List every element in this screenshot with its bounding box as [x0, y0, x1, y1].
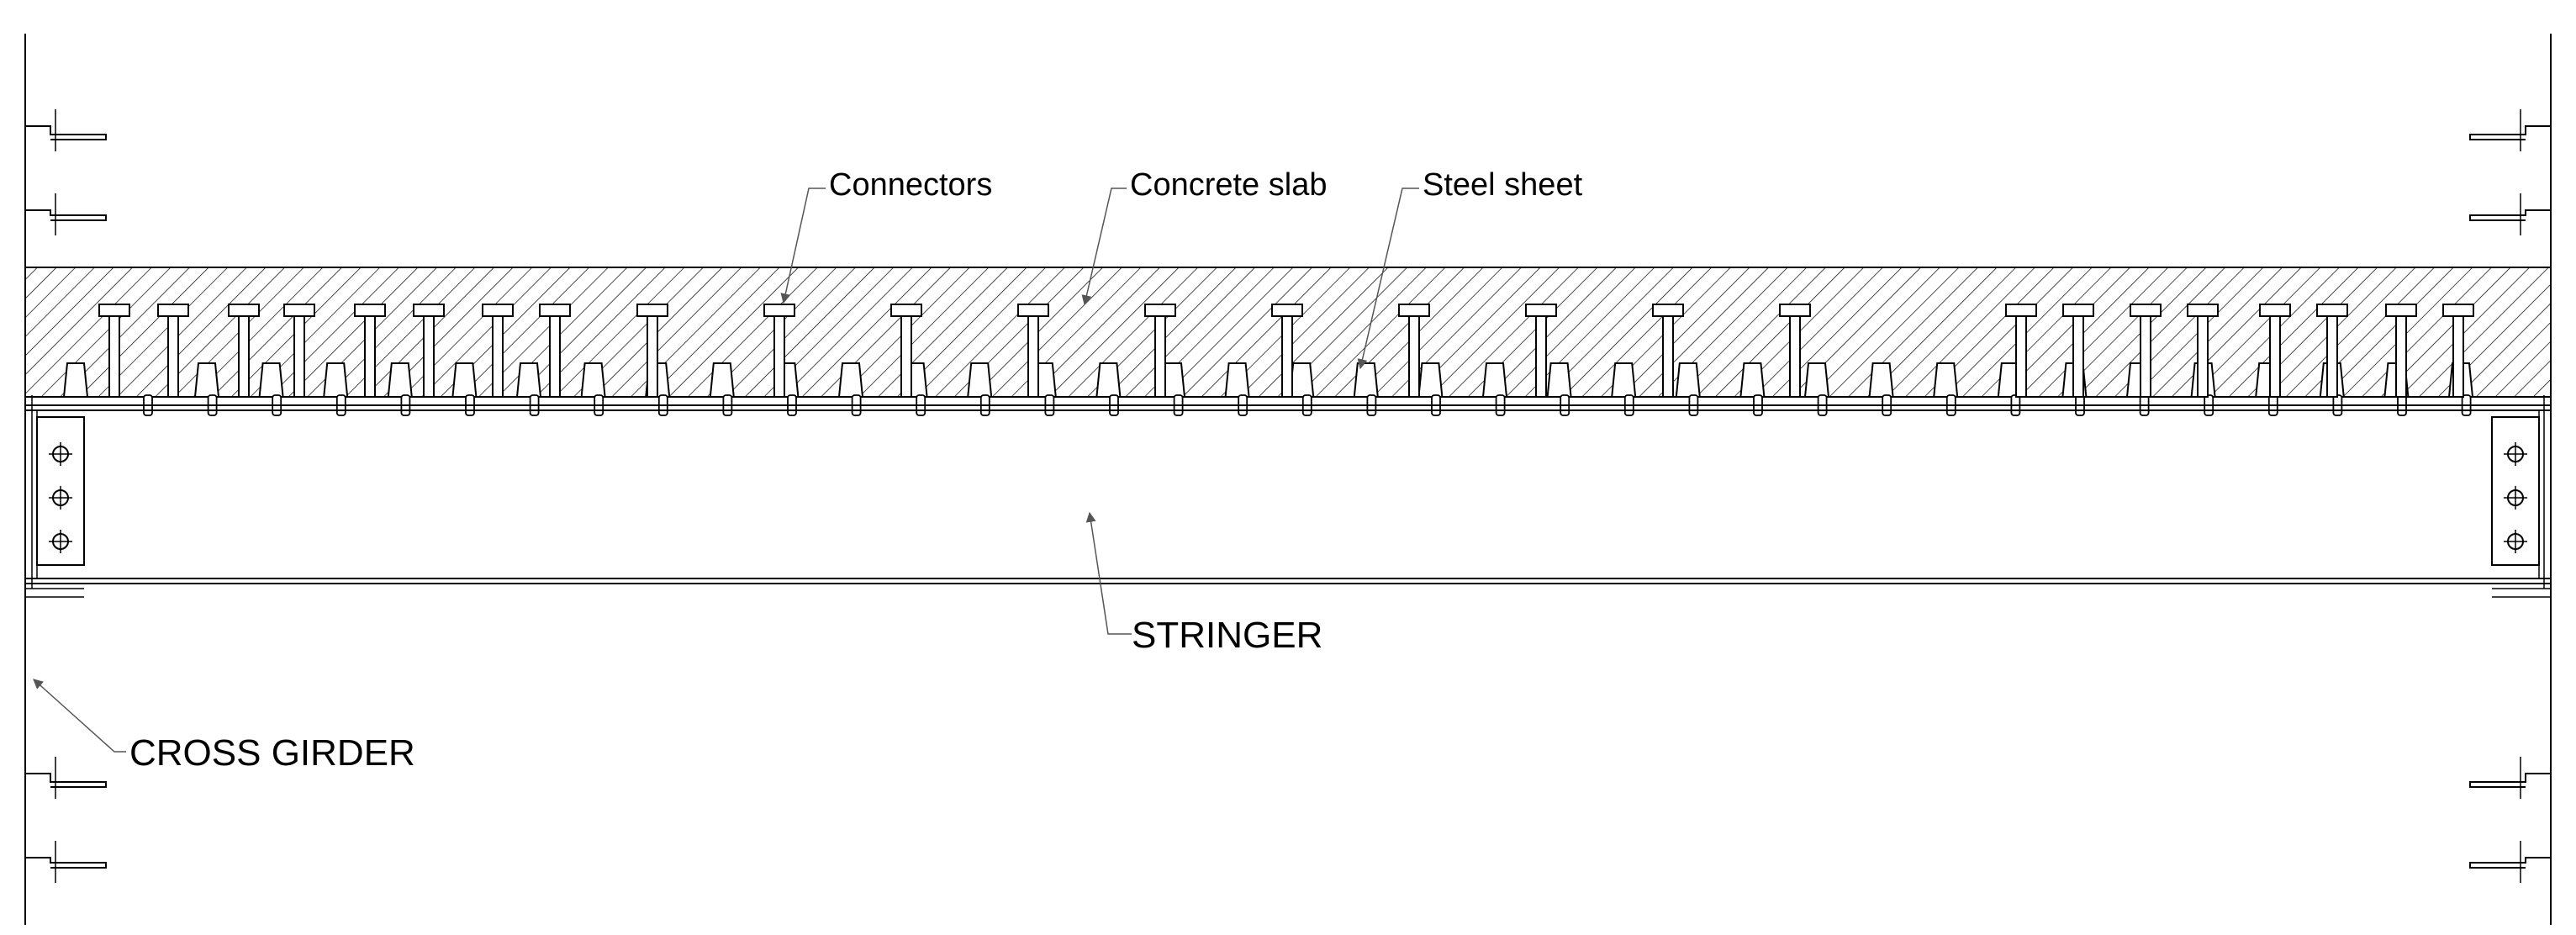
headed-stud-7: [482, 304, 514, 398]
shear-connectors: [98, 304, 2474, 398]
label-connectors: Connectors: [829, 167, 992, 203]
rib-26: [1739, 362, 1766, 398]
headed-stud-6: [413, 304, 445, 398]
rib-29: [1933, 362, 1959, 398]
bolt-left-3: [49, 530, 72, 553]
rib-24: [1611, 362, 1637, 398]
headed-stud-5: [354, 304, 386, 398]
bolt-right-3: [2504, 530, 2527, 553]
headed-stud-8: [539, 304, 571, 398]
label-stringer: STRINGER: [1132, 615, 1322, 656]
rib-5: [387, 362, 413, 398]
headed-stud-21: [2130, 304, 2162, 398]
rib-27: [1803, 362, 1830, 398]
headed-stud-11: [890, 304, 922, 398]
rib-25: [1675, 362, 1701, 398]
rib-10: [709, 362, 735, 398]
leader-concrete-slab: [1081, 188, 1127, 306]
bolt-right-2: [2504, 486, 2527, 510]
label-cross-girder: CROSS GIRDER: [129, 732, 415, 774]
label-steel-sheet: Steel sheet: [1423, 167, 1583, 203]
rib-18: [1224, 362, 1250, 398]
headed-stud-19: [2005, 304, 2037, 398]
rib-12: [837, 362, 864, 398]
headed-stud-15: [1398, 304, 1430, 398]
headed-stud-16: [1525, 304, 1557, 398]
cross-girder-right: [2469, 34, 2552, 925]
headed-stud-10: [763, 304, 795, 398]
rib-20: [1353, 362, 1379, 398]
rib-3: [258, 362, 284, 398]
rib-4: [323, 362, 349, 398]
rib-16: [1095, 362, 1122, 398]
headed-stud-24: [2316, 304, 2348, 398]
headed-stud-13: [1144, 304, 1176, 398]
leader-connectors: [780, 188, 826, 304]
leader-stringer: [1085, 511, 1132, 635]
cross-girder-left: [24, 34, 107, 925]
rib-19: [1289, 362, 1315, 398]
rib-6: [451, 362, 478, 398]
headed-stud-18: [1779, 304, 1811, 398]
headed-stud-1: [98, 304, 130, 398]
leader-cross-girder: [33, 679, 126, 753]
stringer-beam: [25, 404, 2551, 584]
headed-stud-14: [1271, 304, 1303, 398]
rib-1: [62, 362, 89, 398]
rib-14: [967, 362, 993, 398]
headed-stud-25: [2385, 304, 2417, 398]
headed-stud-2: [157, 304, 189, 398]
rib-21: [1417, 362, 1444, 398]
rib-8: [580, 362, 606, 398]
headed-stud-22: [2187, 304, 2219, 398]
headed-stud-23: [2259, 304, 2291, 398]
bolt-left-1: [49, 442, 72, 466]
rib-23: [1546, 362, 1572, 398]
headed-stud-3: [228, 304, 260, 398]
bolt-right-1: [2504, 442, 2527, 466]
rib-7: [515, 362, 542, 398]
headed-stud-17: [1652, 304, 1684, 398]
rib-22: [1481, 362, 1508, 398]
headed-stud-9: [636, 304, 668, 398]
rib-2: [193, 362, 220, 398]
headed-stud-12: [1017, 304, 1049, 398]
rib-28: [1868, 362, 1894, 398]
leader-steel-sheet: [1357, 188, 1419, 370]
headed-stud-20: [2062, 304, 2094, 398]
label-concrete-slab: Concrete slab: [1130, 167, 1327, 203]
bolt-left-2: [49, 486, 72, 510]
headed-stud-4: [283, 304, 315, 398]
headed-stud-26: [2442, 304, 2474, 398]
